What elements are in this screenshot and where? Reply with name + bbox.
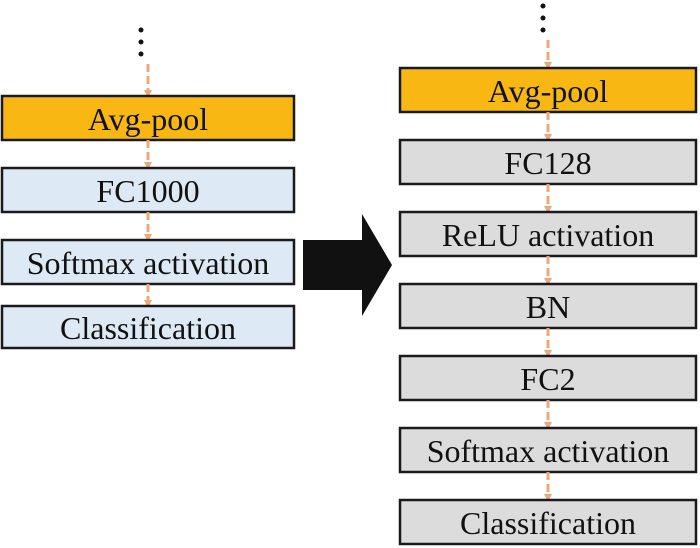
left-box-label: Avg-pool — [88, 101, 208, 137]
right-box-label: FC128 — [504, 145, 591, 181]
right-box-avg-pool: Avg-pool — [398, 66, 698, 114]
right-box-bn: BN — [398, 282, 698, 330]
right-box-classification: Classification — [398, 498, 698, 546]
right-box-label: Softmax activation — [427, 433, 670, 469]
left-ellipsis — [138, 27, 144, 57]
left-box-softmax: Softmax activation — [0, 238, 296, 286]
right-box-fc128: FC128 — [398, 138, 698, 186]
right-box-fc2: FC2 — [398, 354, 698, 402]
right-box-label: BN — [526, 289, 570, 325]
right-box-relu: ReLU activation — [398, 210, 698, 258]
left-box-fc1000: FC1000 — [0, 166, 296, 214]
left-column: Avg-pool FC1000 Softmax activation Class… — [0, 27, 296, 350]
right-column: Avg-pool FC128 ReLU activation BN FC2 So… — [398, 3, 698, 546]
right-arrow-icon — [303, 214, 392, 316]
left-box-classification: Classification — [0, 304, 296, 350]
right-ellipsis — [540, 3, 546, 33]
left-box-avg-pool: Avg-pool — [0, 94, 296, 142]
right-box-label: ReLU activation — [442, 217, 654, 253]
left-box-label: Classification — [60, 310, 236, 346]
right-box-softmax: Softmax activation — [398, 426, 698, 474]
left-box-label: FC1000 — [96, 173, 199, 209]
right-box-label: Classification — [460, 505, 636, 541]
left-box-label: Softmax activation — [27, 245, 270, 281]
right-box-label: Avg-pool — [488, 73, 608, 109]
right-box-label: FC2 — [520, 361, 575, 397]
